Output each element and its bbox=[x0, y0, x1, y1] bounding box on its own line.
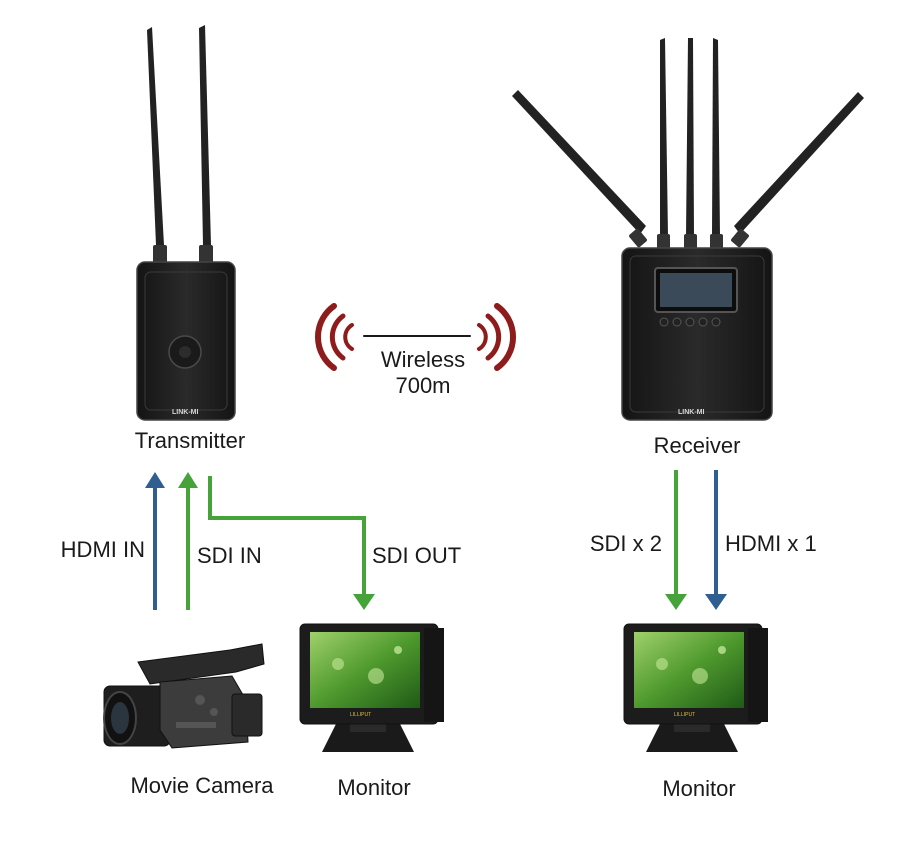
antenna-icon bbox=[147, 27, 167, 263]
transmitter-label: Transmitter bbox=[135, 428, 245, 453]
transmitter: LINK-MI bbox=[136, 25, 236, 421]
receiver-brand: LINK-MI bbox=[678, 409, 704, 416]
sdi-out-arrow bbox=[208, 476, 375, 610]
sdi-in-label: SDI IN bbox=[197, 543, 262, 568]
antenna-icon bbox=[657, 38, 670, 250]
monitor-icon: LILLIPUT bbox=[623, 623, 768, 752]
camera-label: Movie Camera bbox=[130, 773, 274, 798]
camera-icon bbox=[103, 643, 265, 749]
monitor-right-brand: LILLIPUT bbox=[674, 712, 695, 718]
antenna-icon bbox=[512, 90, 647, 248]
wireless-signal-icon bbox=[315, 303, 516, 371]
hdmi-in-label: HDMI IN bbox=[61, 537, 145, 562]
antenna-icon bbox=[684, 38, 697, 250]
hdmi-in-arrow bbox=[145, 472, 165, 610]
wireless-distance: 700m bbox=[395, 373, 450, 398]
hdmi-x1-arrow bbox=[705, 470, 727, 610]
sdi-x2-arrow bbox=[665, 470, 687, 610]
sdi-x2-label: SDI x 2 bbox=[590, 531, 662, 556]
wireless-label: Wireless bbox=[381, 347, 465, 372]
monitor-left-brand: LILLIPUT bbox=[350, 712, 371, 718]
monitor-right-label: Monitor bbox=[662, 776, 735, 801]
sdi-in-arrow bbox=[178, 472, 198, 610]
receiver-label: Receiver bbox=[654, 433, 741, 458]
receiver: LINK-MI bbox=[512, 38, 864, 421]
monitor-icon: LILLIPUT bbox=[299, 623, 444, 752]
monitor-left-label: Monitor bbox=[337, 775, 410, 800]
antenna-icon bbox=[710, 38, 723, 250]
antenna-icon bbox=[199, 25, 213, 263]
sdi-out-label: SDI OUT bbox=[372, 543, 461, 568]
hdmi-x1-label: HDMI x 1 bbox=[725, 531, 817, 556]
transmitter-brand: LINK-MI bbox=[172, 409, 198, 416]
antenna-icon bbox=[731, 92, 864, 248]
